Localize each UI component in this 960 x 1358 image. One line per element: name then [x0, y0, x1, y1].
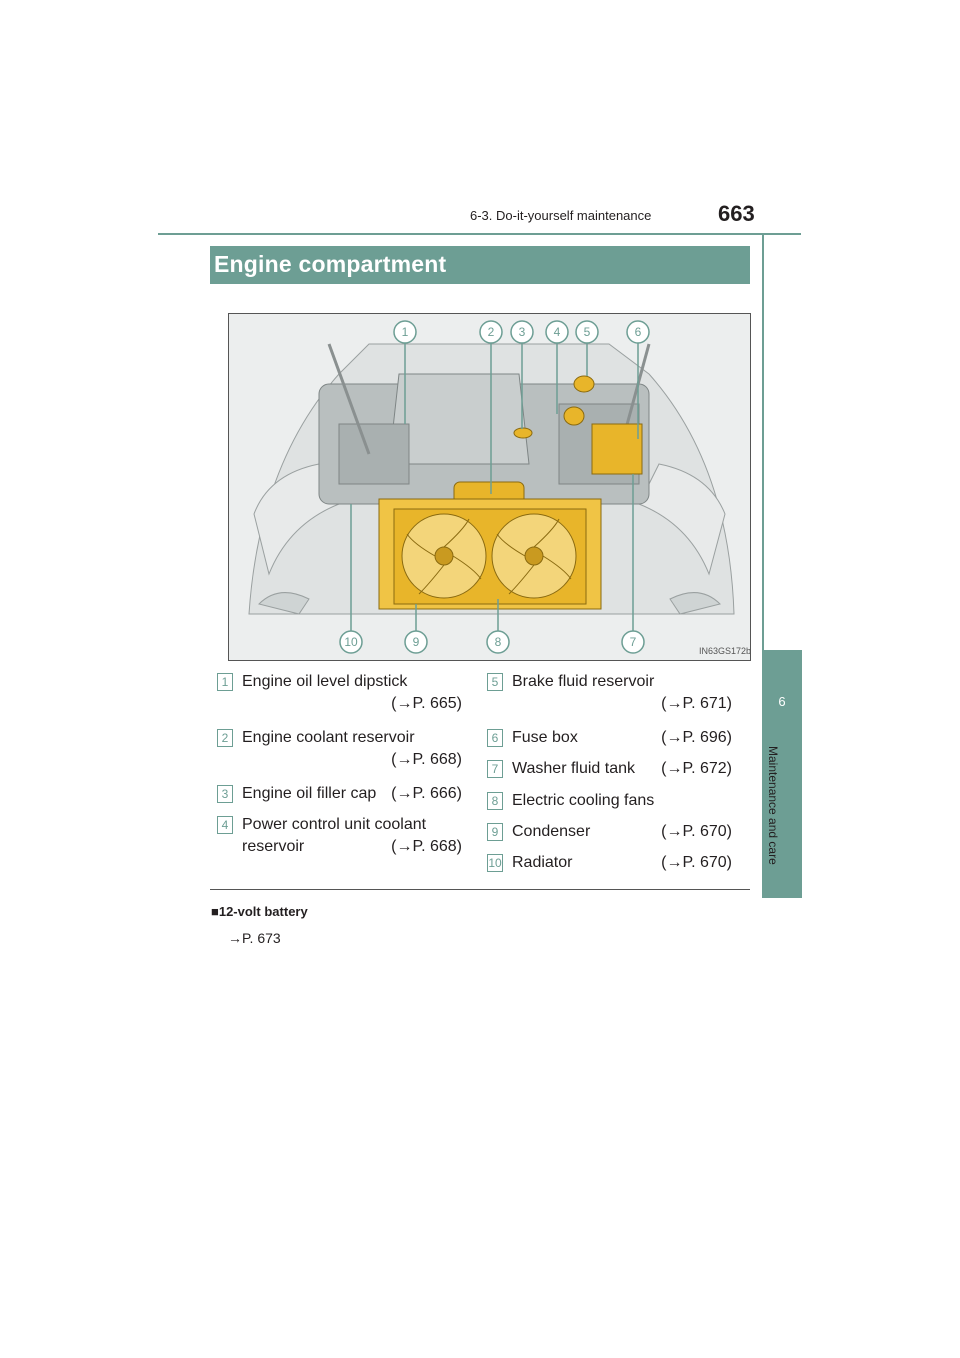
note-heading: ■12-volt battery: [211, 904, 308, 919]
callout-number-9: 9: [413, 635, 420, 649]
figure-code: IN63GS172b: [699, 646, 750, 656]
callout-circle-8: [486, 630, 510, 654]
chapter-tab: [762, 650, 802, 898]
legend-number-10: 10: [487, 854, 503, 872]
legend-label-2: Engine coolant reservoir: [242, 729, 415, 746]
legend-number-7: 7: [487, 760, 503, 778]
legend-label-6: Fuse box: [512, 729, 578, 746]
callout-circle-7: [621, 630, 645, 654]
legend-ref-3: (→P. 666): [391, 785, 462, 802]
legend-ref-9: (→P. 670): [661, 823, 732, 840]
callout-circle-3: [510, 320, 534, 344]
legend-ref-6: (→P. 696): [661, 729, 732, 746]
page-number: 663: [718, 201, 755, 226]
legend-label-7: Washer fluid tank: [512, 760, 636, 777]
callout-circle-1: [393, 320, 417, 344]
page-title: Engine compartment: [214, 251, 447, 277]
legend-label-9: Condenser: [512, 823, 591, 840]
callout-number-7: 7: [630, 635, 637, 649]
callout-circle-4: [545, 320, 569, 344]
callout-circle-5: [575, 320, 599, 344]
legend-number-4: 4: [217, 816, 233, 834]
callout-number-4: 4: [554, 325, 561, 339]
callout-number-10: 10: [344, 635, 358, 649]
legend-ref-7: (→P. 672): [661, 760, 732, 777]
section-rule: [210, 889, 750, 890]
callout-circle-2: [479, 320, 503, 344]
legend-label-10: Radiator: [512, 854, 573, 871]
chapter-label: Maintenance and care: [766, 746, 780, 865]
callout-number-6: 6: [635, 325, 642, 339]
header-rule: [158, 233, 801, 235]
section-header: 6-3. Do-it-yourself maintenance: [470, 208, 652, 223]
legend-ref-1: (→P. 665): [391, 695, 462, 712]
legend-number-6: 6: [487, 729, 503, 747]
note-body: →P. 673: [228, 930, 281, 946]
legend-number-3: 3: [217, 785, 233, 803]
chapter-number: 6: [778, 694, 786, 709]
side-tab-line: [762, 235, 764, 650]
callout-group: 1 2 3 4 5 6 7 8 9 10: [339, 320, 650, 654]
legend-number-5: 5: [487, 673, 503, 691]
callout-number-1: 1: [402, 325, 409, 339]
callout-circle-9: [404, 630, 428, 654]
callout-number-5: 5: [584, 325, 591, 339]
callout-number-8: 8: [495, 635, 502, 649]
callout-circle-6: [626, 320, 650, 344]
legend-label-3: Engine oil filler cap: [242, 785, 377, 802]
legend-ref-5: (→P. 671): [661, 695, 732, 712]
legend-label-5: Brake fluid reservoir: [512, 673, 655, 690]
callout-number-2: 2: [488, 325, 495, 339]
legend-ref-2: (→P. 668): [391, 751, 462, 768]
legend-label-cont-4: reservoir: [242, 838, 305, 855]
legend-ref-4: (→P. 668): [391, 838, 462, 855]
legend-label-8: Electric cooling fans: [512, 792, 655, 809]
callout-number-3: 3: [519, 325, 526, 339]
title-bar: [210, 246, 750, 284]
callout-circle-10: [339, 630, 363, 654]
legend-number-8: 8: [487, 792, 503, 810]
legend-label-1: Engine oil level dipstick: [242, 673, 408, 690]
legend-ref-10: (→P. 670): [661, 854, 732, 871]
legend-number-2: 2: [217, 729, 233, 747]
legend-number-9: 9: [487, 823, 503, 841]
engine-compartment-illustration: 1 2 3 4 5 6 7 8 9 10 IN63GS172b: [228, 313, 751, 661]
legend-number-1: 1: [217, 673, 233, 691]
legend-label-4: Power control unit coolant: [242, 816, 427, 833]
